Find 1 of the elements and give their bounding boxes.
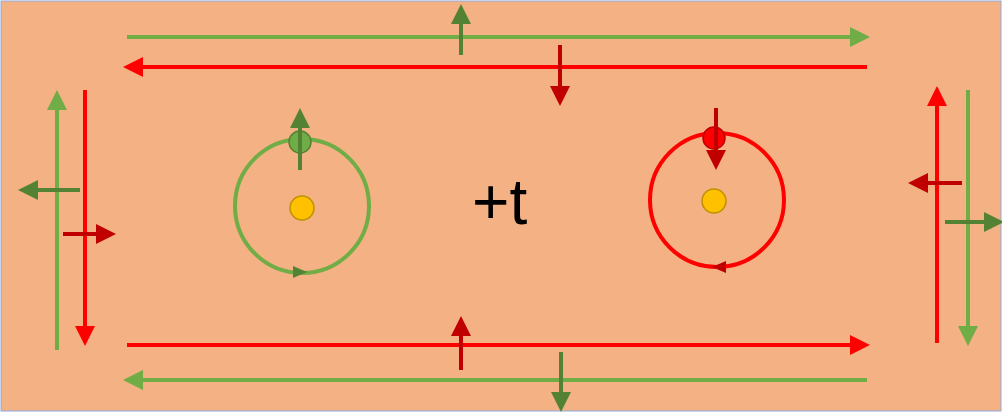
time-label: +t <box>472 170 528 234</box>
